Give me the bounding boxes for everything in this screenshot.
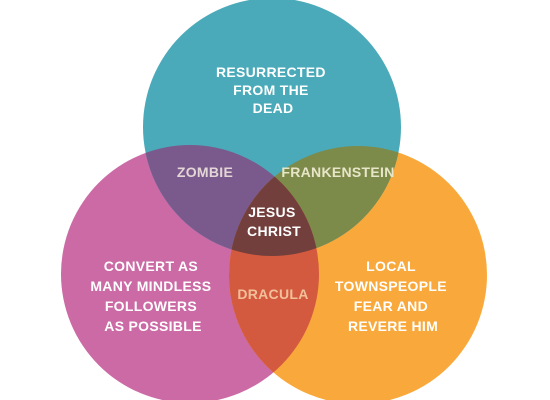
label-left-circle: CONVERT AS MANY MINDLESS FOLLOWERS AS PO…	[90, 258, 215, 334]
label-zombie: ZOMBIE	[177, 164, 233, 180]
region-center	[229, 146, 319, 256]
label-frankenstein: FRANKENSTEIN	[281, 164, 394, 180]
label-dracula: DRACULA	[237, 286, 308, 302]
label-top-circle: RESURRECTED FROM THE DEAD	[216, 64, 330, 116]
label-center: JESUS CHRIST	[247, 204, 301, 239]
label-right-circle: LOCAL TOWNSPEOPLE FEAR AND REVERE HIM	[335, 258, 451, 334]
